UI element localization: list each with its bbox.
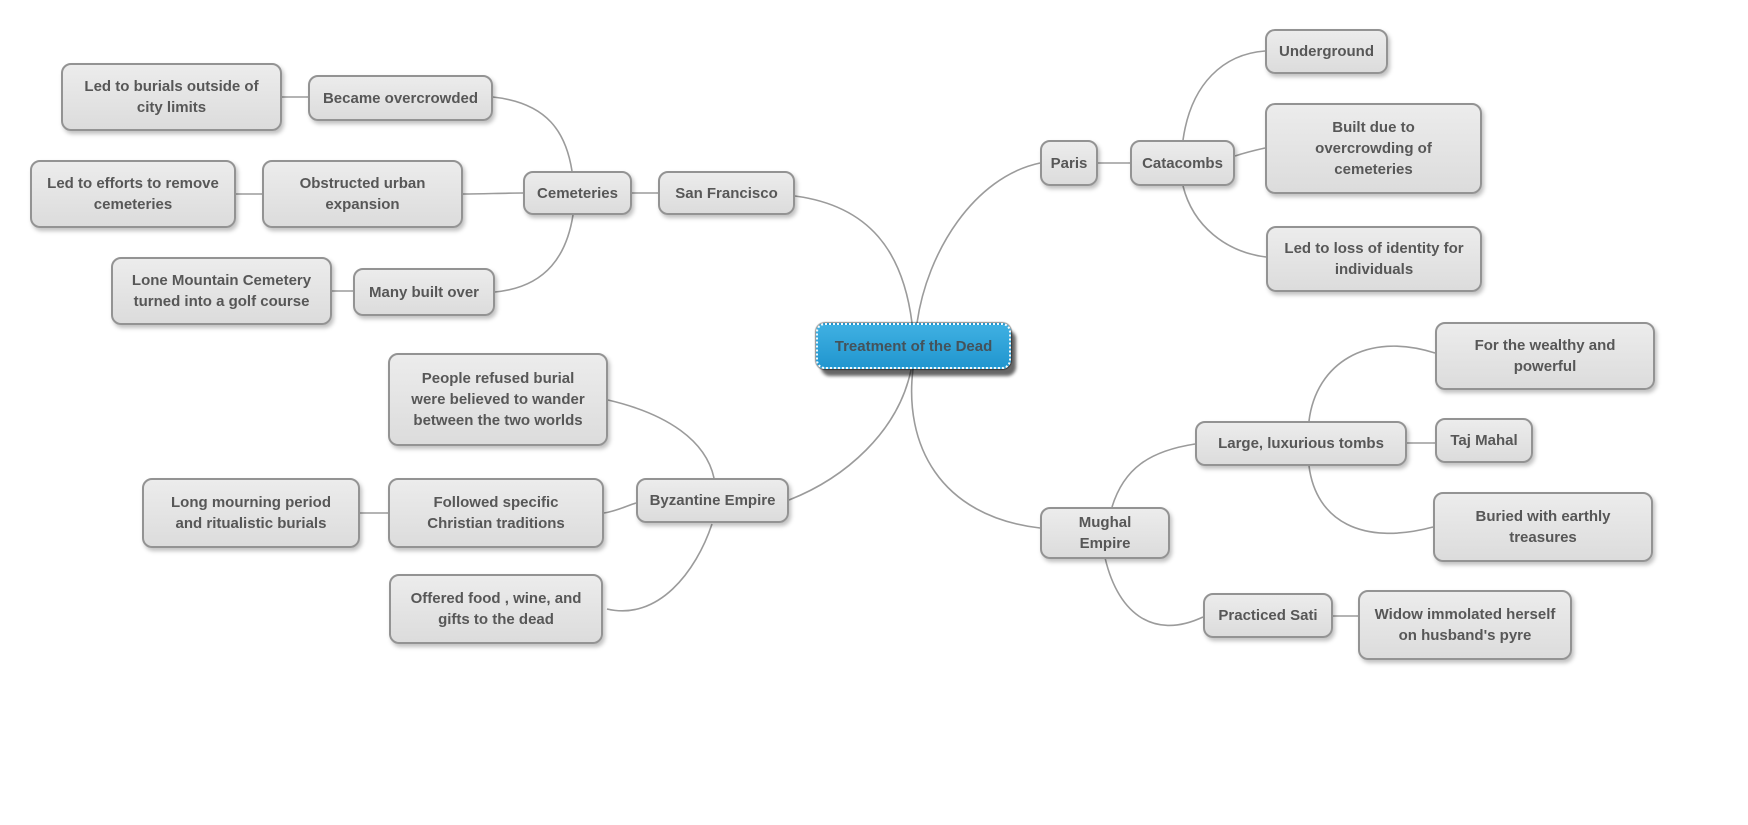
edge-mughal-practiced-sati (1103, 552, 1204, 627)
node-cemeteries[interactable]: Cemeteries (523, 171, 632, 215)
edge-mughal-large-tombs (1111, 443, 1196, 508)
edge-root-paris (916, 162, 1041, 324)
edge-cemeteries-many-built-over (494, 214, 574, 293)
node-offered-food[interactable]: Offered food , wine, and gifts to the de… (389, 574, 603, 644)
edge-large-tombs-for-wealthy (1308, 345, 1436, 422)
node-led-burials-outside[interactable]: Led to burials outside of city limits (61, 63, 282, 131)
node-many-built-over[interactable]: Many built over (353, 268, 495, 316)
node-followed-christian[interactable]: Followed specific Christian traditions (388, 478, 604, 548)
node-practiced-sati[interactable]: Practiced Sati (1203, 593, 1333, 638)
node-obstructed-expansion[interactable]: Obstructed urban expansion (262, 160, 463, 228)
edge-root-byzantine (788, 369, 912, 501)
node-treatment-of-the-dead-root[interactable]: Treatment of the Dead (816, 323, 1011, 369)
edge-byzantine-people-refused (607, 399, 715, 479)
node-led-loss-identity[interactable]: Led to loss of identity for individuals (1266, 226, 1482, 292)
edge-catacombs-built-due (1234, 147, 1266, 157)
edge-cemeteries-obstructed (462, 192, 524, 195)
node-large-luxurious-tombs[interactable]: Large, luxurious tombs (1195, 421, 1407, 466)
node-catacombs[interactable]: Catacombs (1130, 140, 1235, 186)
node-became-overcrowded[interactable]: Became overcrowded (308, 75, 493, 121)
edge-catacombs-underground (1182, 50, 1266, 141)
edge-byzantine-offered-food (606, 523, 713, 612)
node-byzantine-empire[interactable]: Byzantine Empire (636, 478, 789, 523)
edge-root-san-francisco (794, 195, 913, 324)
node-paris[interactable]: Paris (1040, 140, 1098, 186)
node-lone-mountain[interactable]: Lone Mountain Cemetery turned into a gol… (111, 257, 332, 325)
node-for-wealthy-powerful[interactable]: For the wealthy and powerful (1435, 322, 1655, 390)
node-underground[interactable]: Underground (1265, 29, 1388, 74)
edge-large-tombs-buried (1308, 465, 1434, 535)
node-buried-earthly[interactable]: Buried with earthly treasures (1433, 492, 1653, 562)
edge-byzantine-followed (603, 502, 637, 514)
edge-cemeteries-became-overcrowded (492, 96, 573, 172)
edge-root-mughal (910, 368, 1041, 529)
node-san-francisco[interactable]: San Francisco (658, 171, 795, 215)
node-people-refused-burial[interactable]: People refused burial were believed to w… (388, 353, 608, 446)
node-long-mourning[interactable]: Long mourning period and ritualistic bur… (142, 478, 360, 548)
node-mughal-empire[interactable]: Mughal Empire (1040, 507, 1170, 559)
node-led-efforts-remove[interactable]: Led to efforts to remove cemeteries (30, 160, 236, 228)
node-built-overcrowding[interactable]: Built due to overcrowding of cemeteries (1265, 103, 1482, 194)
node-widow-immolated[interactable]: Widow immolated herself on husband's pyr… (1358, 590, 1572, 660)
edge-catacombs-led-loss (1182, 185, 1267, 258)
node-taj-mahal[interactable]: Taj Mahal (1435, 418, 1533, 463)
